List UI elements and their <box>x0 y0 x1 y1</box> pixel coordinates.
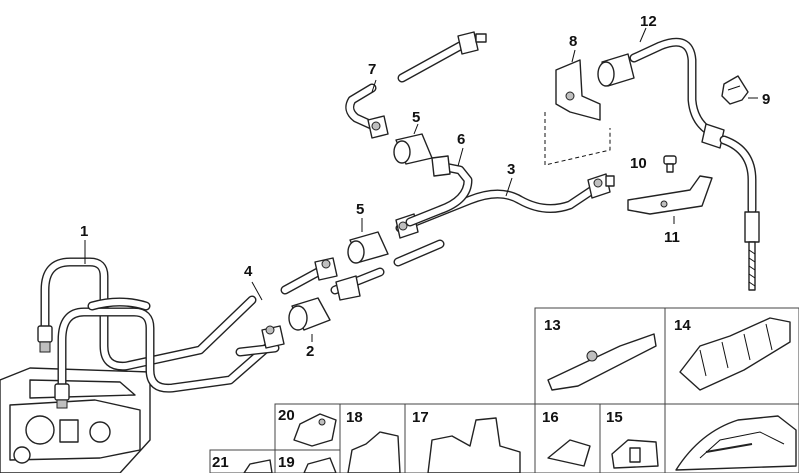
label-part-15: 15 <box>606 409 623 426</box>
leader-8 <box>571 49 576 63</box>
part-box-18: 18 <box>339 403 406 473</box>
label-part-5-lower: 5 <box>356 201 364 218</box>
abs-hydraulic-unit <box>0 367 151 473</box>
label-part-21: 21 <box>212 454 229 471</box>
bracket-8 <box>544 59 611 166</box>
brake-pipe-7 <box>345 31 487 139</box>
leader-12 <box>639 27 647 43</box>
label-part-18: 18 <box>346 409 363 426</box>
bolt-10 <box>663 155 677 173</box>
label-part-6: 6 <box>457 131 465 148</box>
brake-hose-12 <box>597 37 760 291</box>
label-part-9: 9 <box>762 91 770 108</box>
vehicle-location-box <box>664 403 799 473</box>
label-part-11: 11 <box>664 229 680 246</box>
part-box-13: 13 <box>534 307 666 405</box>
part-box-21: 21 <box>209 449 276 473</box>
label-part-20: 20 <box>278 407 295 424</box>
bracket-11 <box>627 175 713 215</box>
label-part-8: 8 <box>569 33 577 50</box>
leader-6 <box>457 147 464 167</box>
part-box-15: 15 <box>599 403 666 473</box>
pipe-connector-5-upper <box>393 133 433 165</box>
part-box-20: 20 <box>274 403 341 451</box>
brake-pipe-3 <box>395 173 615 239</box>
label-part-19: 19 <box>278 454 295 471</box>
label-part-13: 13 <box>544 317 561 334</box>
pipe-connector-2 <box>288 267 385 331</box>
label-part-1: 1 <box>80 223 88 240</box>
label-part-5-upper: 5 <box>412 109 420 126</box>
label-part-12: 12 <box>640 13 657 30</box>
part-box-17: 17 <box>404 403 536 473</box>
leader-3 <box>505 177 513 197</box>
label-part-4: 4 <box>244 263 253 280</box>
brake-pipe-6 <box>405 155 473 227</box>
leader-5-upper <box>413 123 419 135</box>
spring-clip-9 <box>721 75 749 105</box>
pipe-connector-5-lower <box>347 231 445 267</box>
leader-4 <box>251 281 263 301</box>
label-part-3: 3 <box>507 161 515 178</box>
label-part-16: 16 <box>542 409 559 426</box>
leader-7 <box>371 79 377 93</box>
part-box-16: 16 <box>534 403 601 473</box>
label-part-2: 2 <box>306 343 314 360</box>
label-part-14: 14 <box>674 317 691 334</box>
label-part-10: 10 <box>630 155 647 172</box>
brake-pipe-set-1 <box>37 257 275 409</box>
part-box-19: 19 <box>274 449 341 473</box>
label-part-7: 7 <box>368 61 376 78</box>
label-part-17: 17 <box>412 409 429 426</box>
part-box-14: 14 <box>664 307 799 405</box>
brake-pipe-4 <box>235 257 338 357</box>
